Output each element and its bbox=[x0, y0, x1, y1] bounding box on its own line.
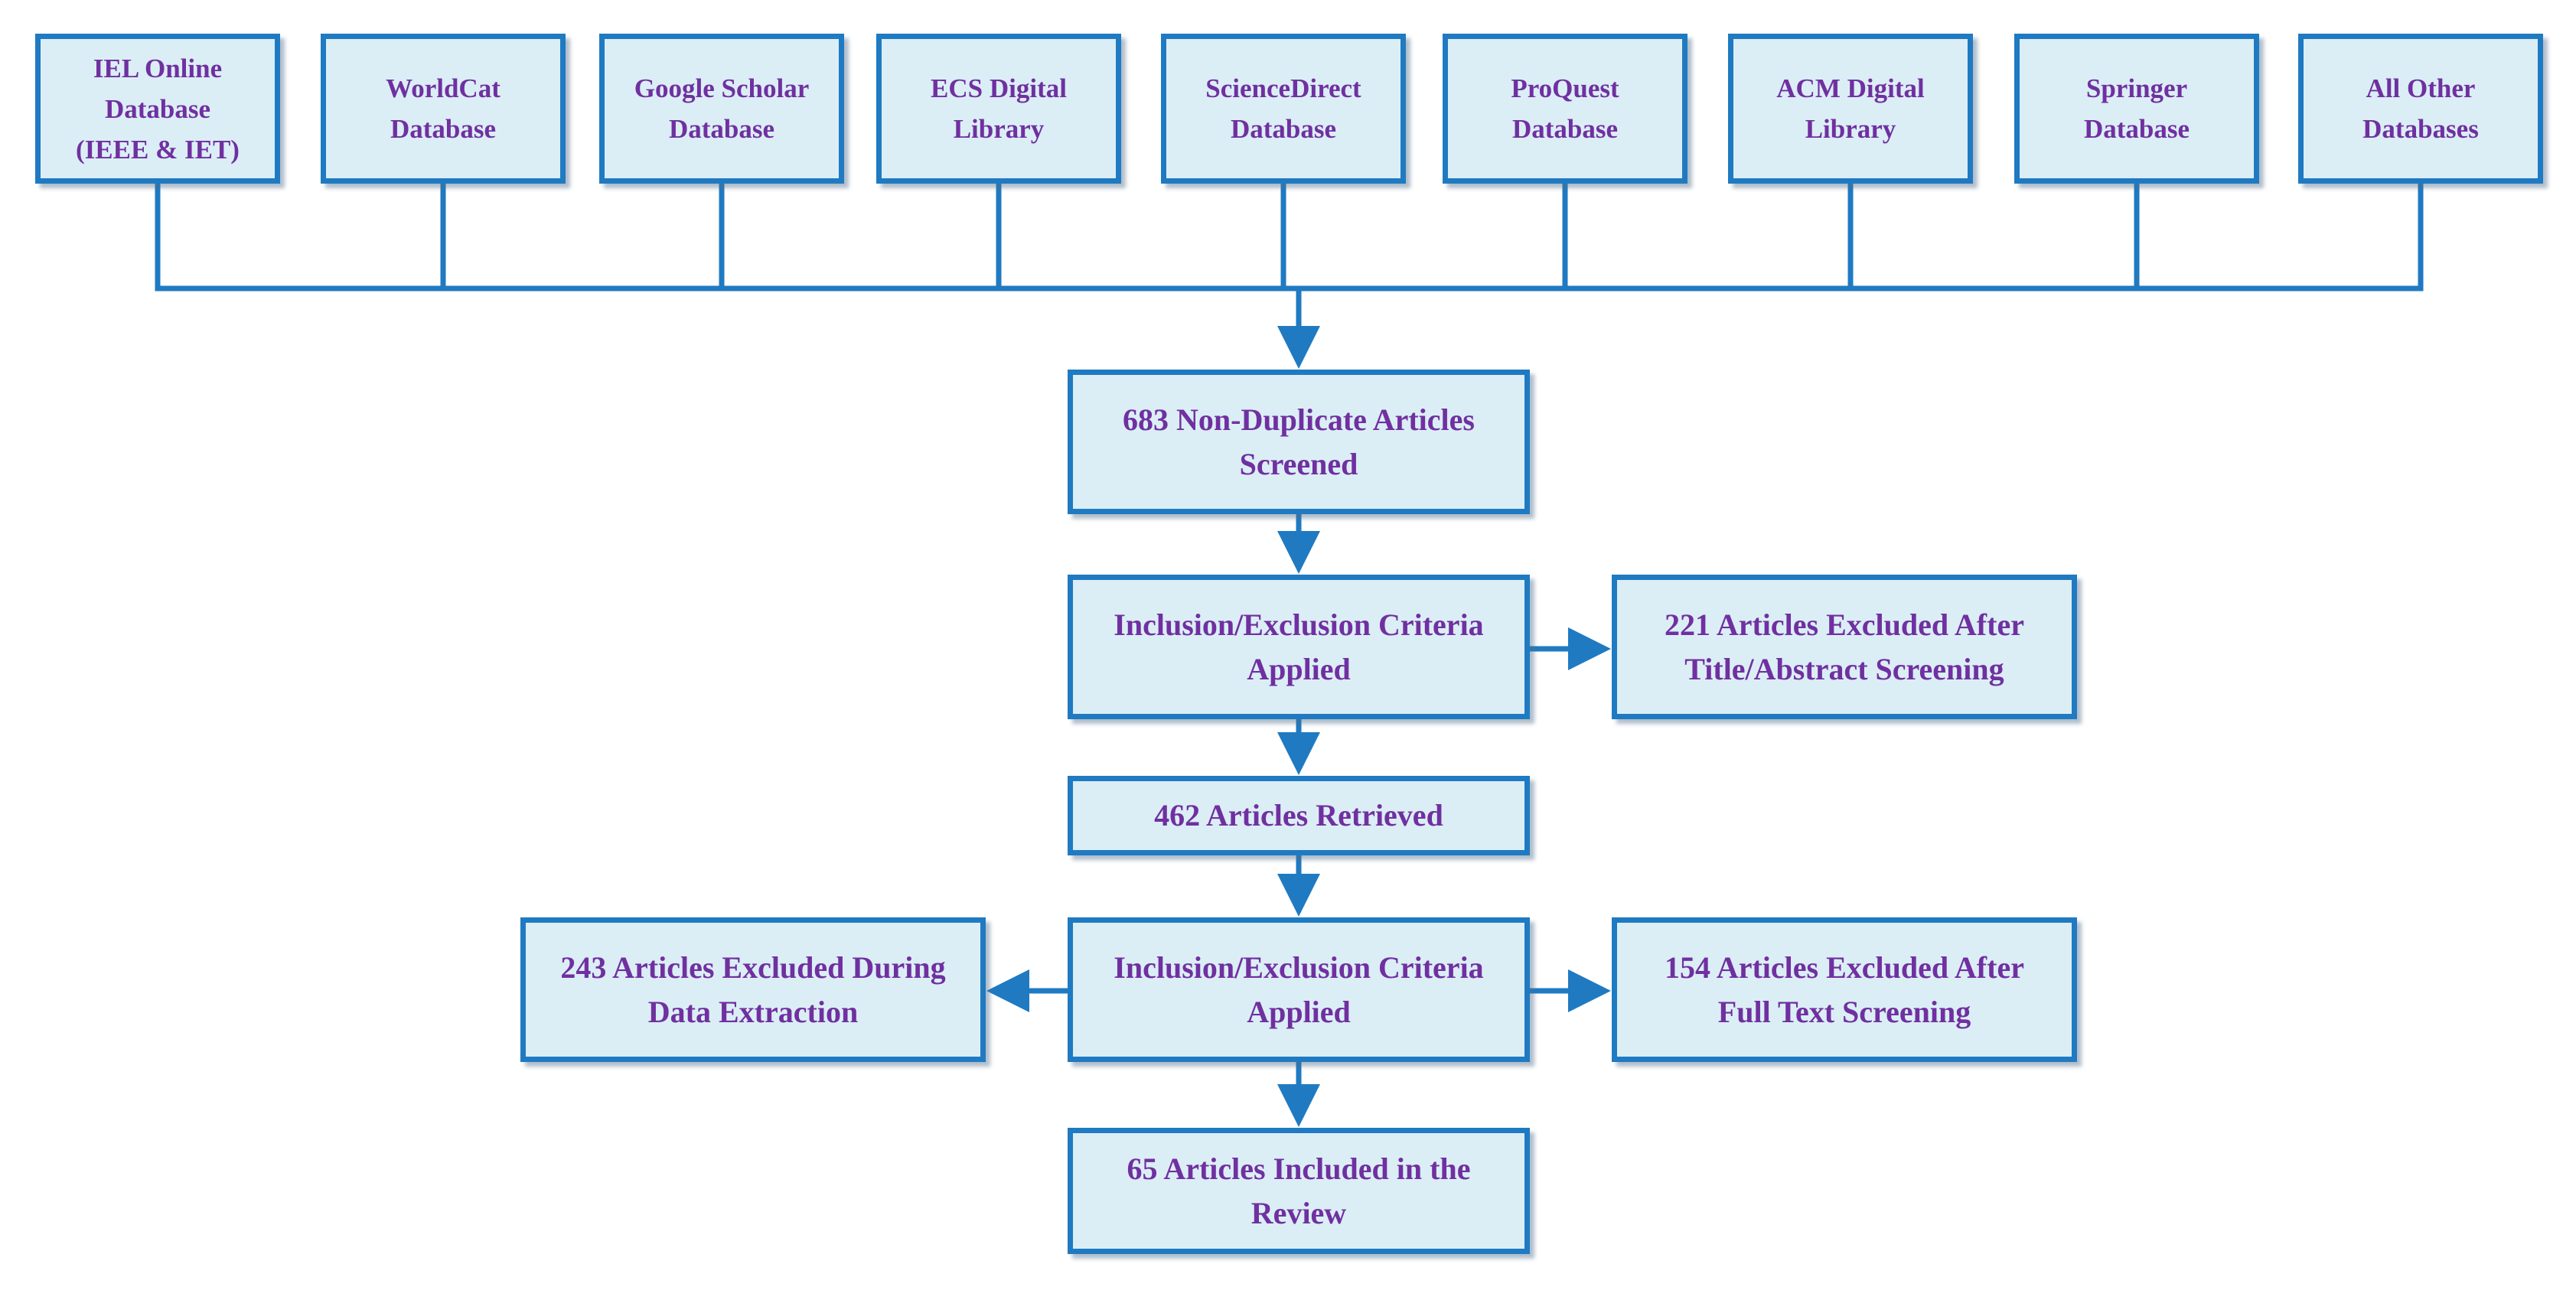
box-articles-included: 65 Articles Included in the Review bbox=[1068, 1128, 1530, 1254]
box-excluded-full-text: 154 Articles Excluded After Full Text Sc… bbox=[1612, 917, 2077, 1062]
box-criteria-applied-2: Inclusion/Exclusion Criteria Applied bbox=[1068, 917, 1530, 1062]
database-google-scholar: Google Scholar Database bbox=[599, 34, 844, 184]
box-non-duplicate-screened: 683 Non-Duplicate Articles Screened bbox=[1068, 370, 1530, 514]
database-worldcat: WorldCat Database bbox=[321, 34, 566, 184]
database-sciencedirect: ScienceDirect Database bbox=[1161, 34, 1406, 184]
box-criteria-applied-1: Inclusion/Exclusion Criteria Applied bbox=[1068, 575, 1530, 719]
database-iel-online: IEL Online Database (IEEE & IET) bbox=[35, 34, 280, 184]
box-excluded-title-abstract: 221 Articles Excluded After Title/Abstra… bbox=[1612, 575, 2077, 719]
database-all-other: All Other Databases bbox=[2298, 34, 2543, 184]
database-proquest: ProQuest Database bbox=[1443, 34, 1687, 184]
database-springer: Springer Database bbox=[2014, 34, 2259, 184]
box-articles-retrieved: 462 Articles Retrieved bbox=[1068, 776, 1530, 855]
database-ecs-digital-library: ECS Digital Library bbox=[876, 34, 1121, 184]
box-excluded-data-extraction: 243 Articles Excluded During Data Extrac… bbox=[520, 917, 986, 1062]
database-acm-digital-library: ACM Digital Library bbox=[1728, 34, 1973, 184]
